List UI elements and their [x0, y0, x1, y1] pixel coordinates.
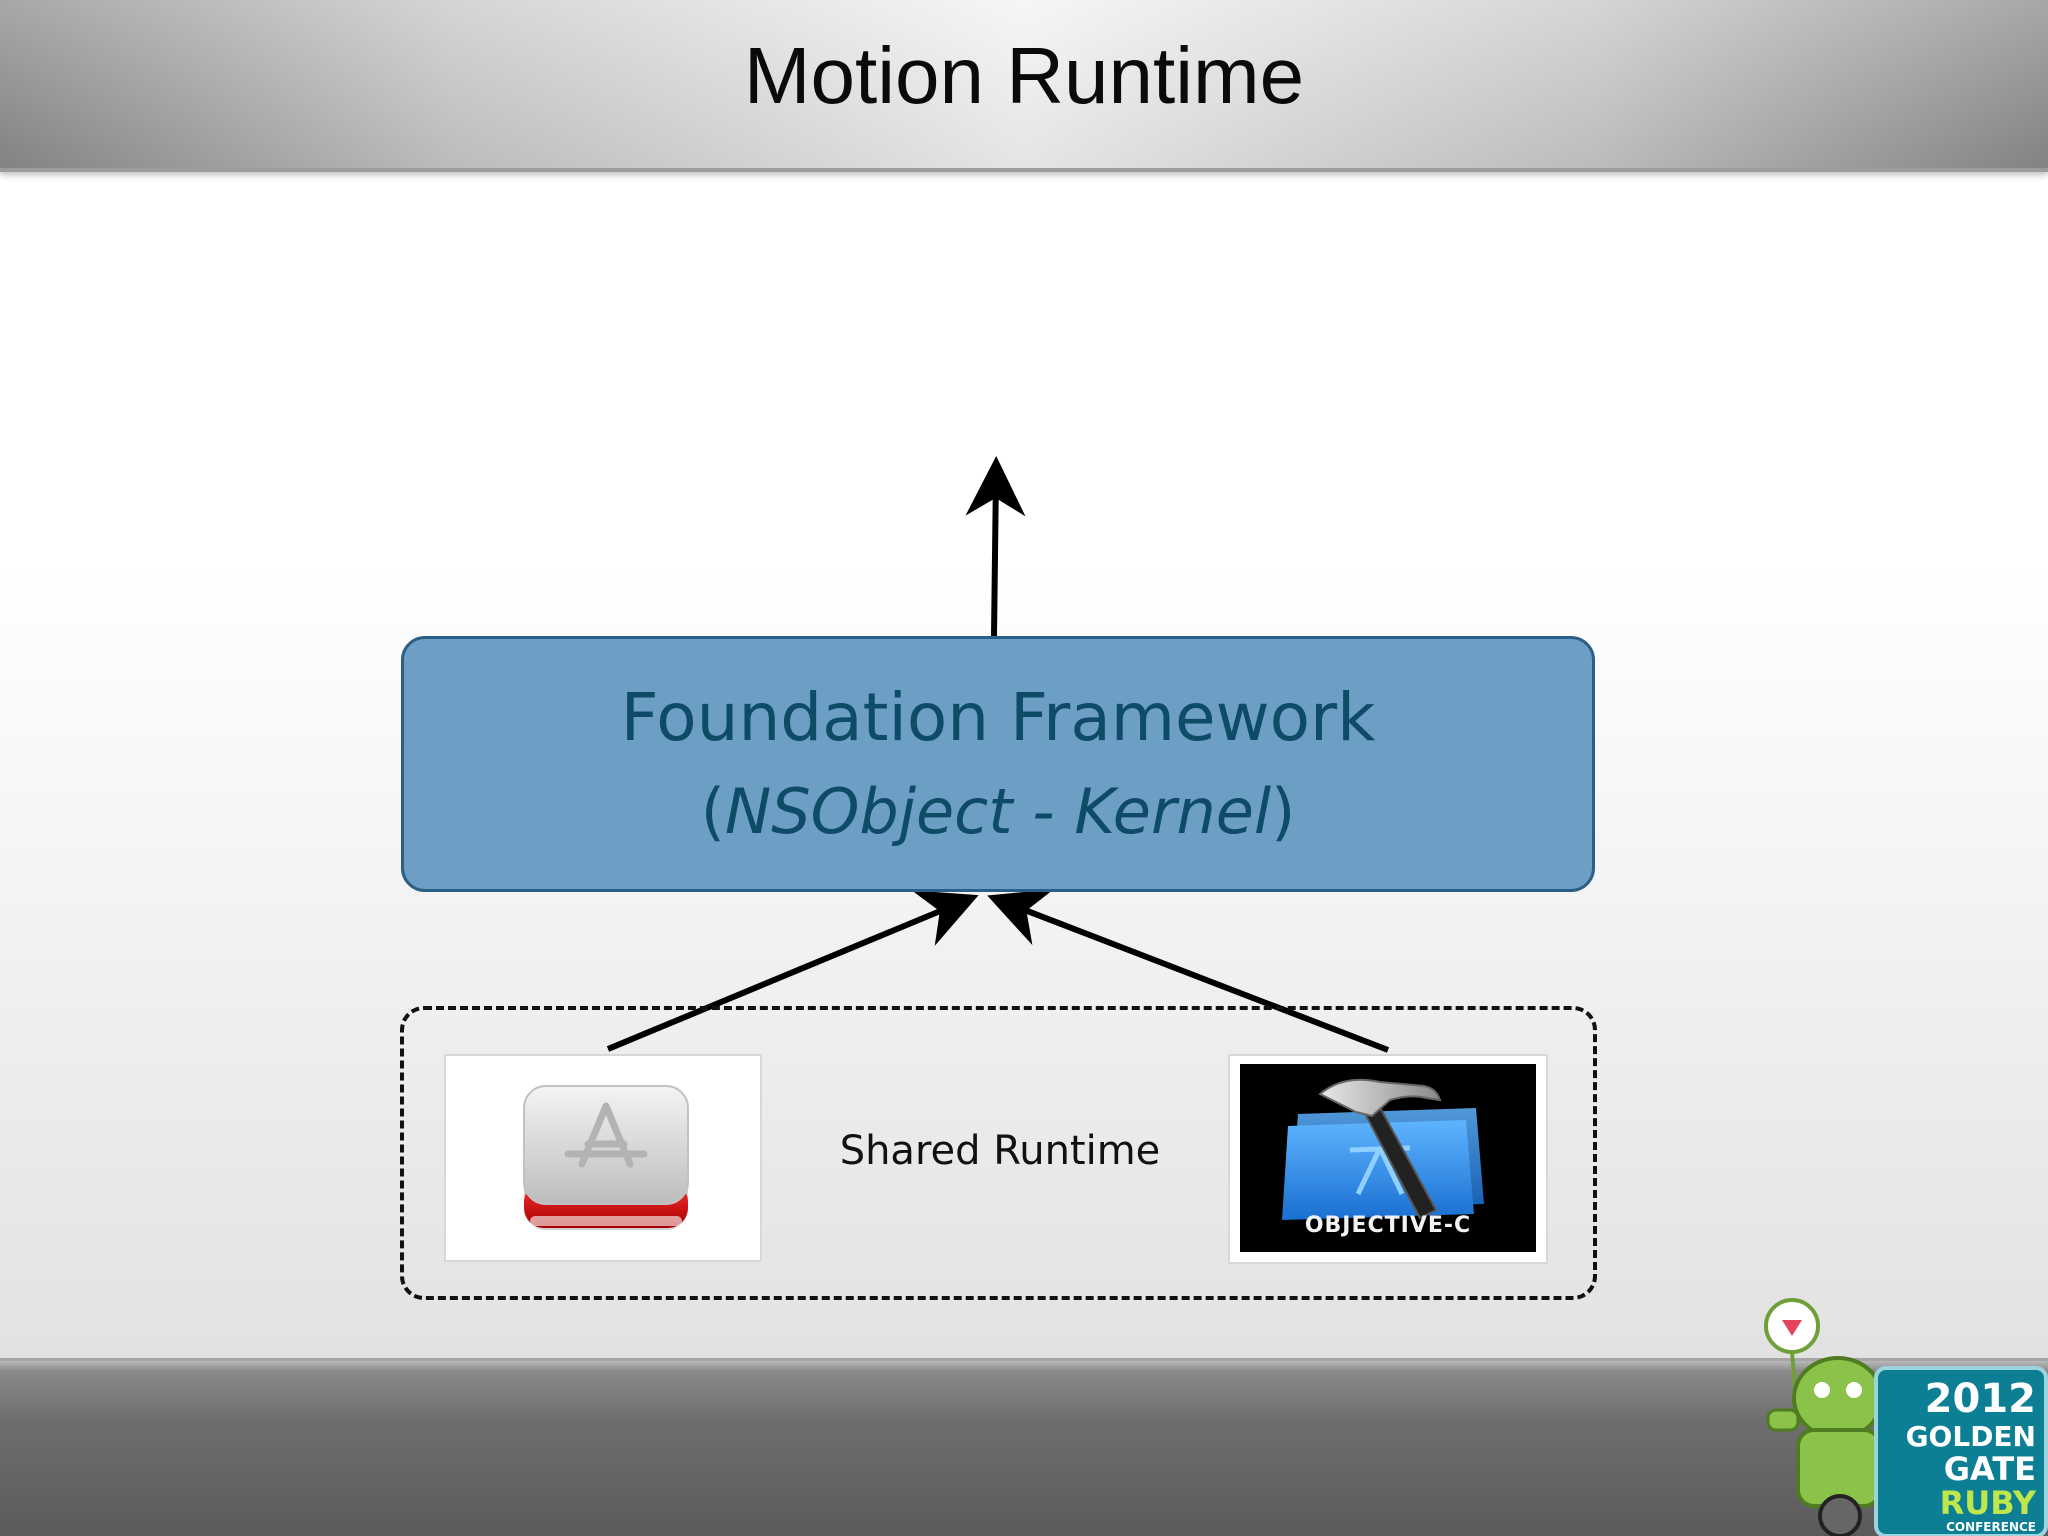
foundation-title: Foundation Framework [620, 679, 1376, 756]
sub-nsobject: NSObject [724, 775, 1013, 848]
foundation-subtitle: (NSObject - Kernel) [404, 775, 1592, 848]
logo-line4: CONFERENCE [1946, 1520, 2036, 1534]
slide-title: Motion Runtime [743, 31, 1305, 120]
sub-close-paren: ) [1271, 775, 1296, 848]
conference-logo: 2012 GOLDEN GATE RUBY CONFERENCE [1760, 1290, 2048, 1536]
xcode-hammer-icon [1282, 1078, 1484, 1220]
sub-kernel: Kernel [1074, 775, 1272, 848]
arrow-up-from-foundation [965, 456, 1026, 637]
foundation-framework-box: Foundation Framework (NSObject - Kernel) [401, 636, 1595, 892]
objc-tile: OBJECTIVE-C [1228, 1054, 1548, 1264]
logo-year: 2012 [1924, 1376, 2036, 1422]
footer-bar [0, 1358, 2048, 1536]
logo-line1: GOLDEN [1905, 1420, 2036, 1453]
arrow-from-ruby-to-foundation [606, 890, 979, 1052]
sub-open-paren: ( [700, 775, 725, 848]
android-robot-icon [1764, 1298, 2048, 1536]
logo-line2: GATE [1943, 1450, 2036, 1488]
sub-separator: - [1012, 775, 1075, 848]
rubymotion-app-icon [523, 1085, 689, 1230]
arrow-from-objc-to-foundation [987, 889, 1390, 1053]
objc-label: OBJECTIVE-C [1304, 1213, 1472, 1238]
shared-runtime-group [400, 1006, 1597, 1300]
logo-line3: RUBY [1939, 1484, 2036, 1522]
title-bar [0, 0, 2048, 172]
ruby-tile [444, 1054, 762, 1262]
shared-runtime-label: Shared Runtime [839, 1128, 1161, 1174]
objc-tile-background: OBJECTIVE-C [1240, 1064, 1536, 1252]
